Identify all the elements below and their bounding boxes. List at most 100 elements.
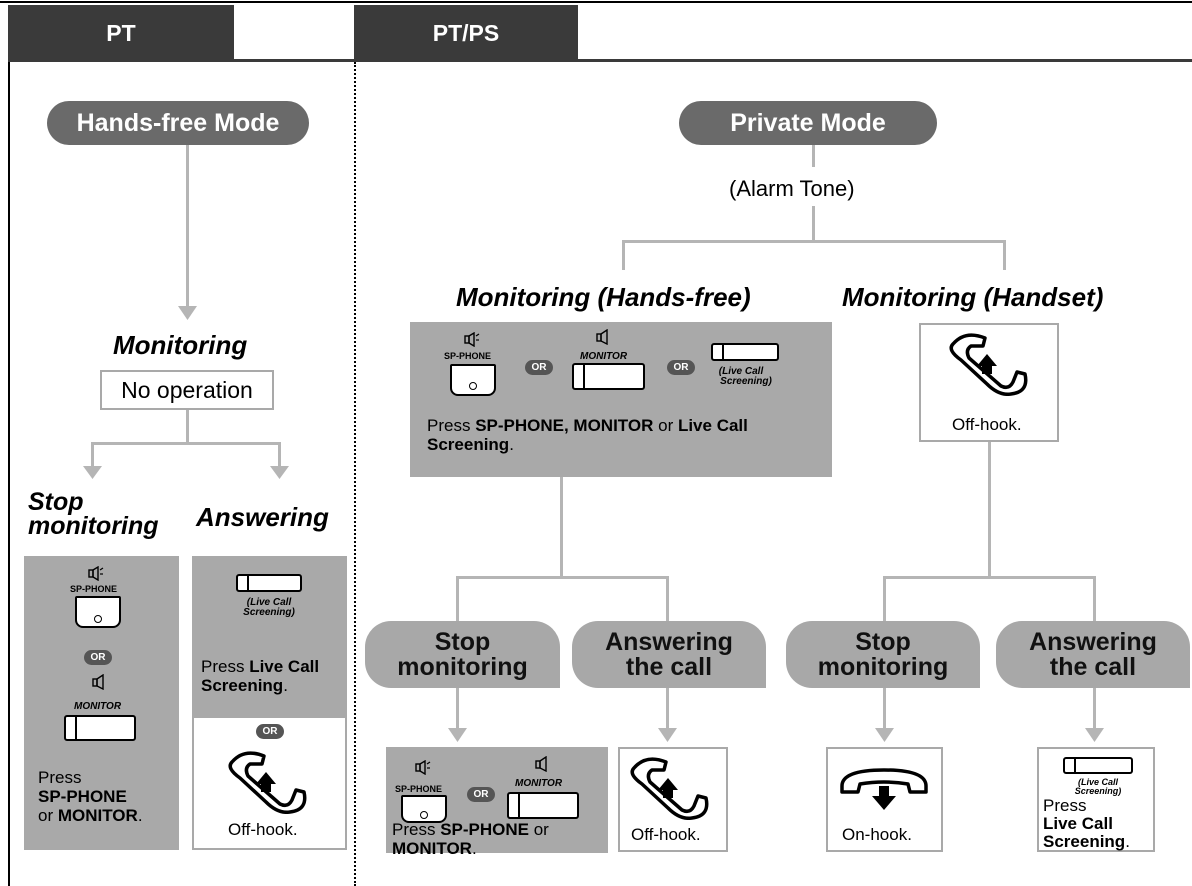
bottom-offhook-text: Off-hook. — [631, 825, 701, 844]
handset-offhook-icon — [949, 333, 1028, 396]
speaker-icon — [464, 332, 480, 347]
connector — [456, 576, 459, 622]
stop-line1: Stop — [434, 627, 491, 656]
handset-offhook-text: Off-hook. — [952, 415, 1022, 434]
handset-offhook-icon — [630, 757, 709, 820]
bottom-live-text: Press Live Call Screening. — [1043, 797, 1130, 851]
press-text: Press — [1043, 796, 1087, 815]
arrow — [178, 306, 197, 320]
live-call-key[interactable] — [1063, 757, 1133, 774]
monitor-speaker-icon — [596, 329, 608, 345]
or-badge: OR — [467, 787, 495, 802]
live2: Screening) — [1074, 786, 1122, 796]
monitor-bold: MONITOR — [57, 806, 138, 826]
connector — [988, 442, 991, 576]
monitor-bold: MONITOR — [392, 839, 472, 859]
handsfree-mode-label: Hands-free Mode — [76, 108, 280, 137]
tab-ptps-label: PT/PS — [432, 19, 500, 46]
stop-line2: monitoring — [28, 511, 159, 540]
dot: . — [1125, 831, 1130, 851]
monitoring-handsfree-title: Monitoring (Hands-free) — [456, 282, 751, 312]
arrow — [83, 466, 102, 479]
live1: (Live Call — [718, 366, 764, 377]
sp-phone-key-label: SP-PHONE — [444, 351, 492, 361]
connector — [1093, 576, 1096, 622]
connector — [666, 576, 669, 622]
speaker-icon — [88, 566, 104, 581]
or-badge: OR — [84, 650, 112, 665]
connector — [1003, 240, 1006, 270]
live-call-bold: Live Call — [1043, 813, 1113, 833]
key-divider — [518, 793, 520, 818]
handset-offhook-icon — [228, 751, 307, 814]
top-border — [0, 1, 1192, 3]
pt-offhook-text: Off-hook. — [228, 820, 298, 839]
monitoring-handset-title: Monitoring (Handset) — [842, 282, 1104, 312]
tab-pt: PT — [8, 5, 234, 61]
connector — [622, 240, 1006, 243]
key-divider — [722, 344, 724, 360]
dot: . — [283, 676, 288, 696]
screening-bold: Screening — [1043, 831, 1126, 851]
monitor-key-label: MONITOR — [515, 778, 563, 789]
live1: (Live Call — [1077, 777, 1118, 787]
tab-pt-label: PT — [106, 19, 136, 46]
or-badge: OR — [256, 724, 284, 739]
bottom-onhook-text: On-hook. — [842, 825, 912, 844]
stop-line2: monitoring — [817, 652, 949, 681]
sp-phone-bold: SP-PHONE — [440, 820, 529, 839]
key-divider — [75, 716, 77, 740]
monitor-key-label: MONITOR — [74, 701, 122, 712]
pt-monitoring-title: Monitoring — [113, 330, 248, 360]
dot: . — [137, 806, 143, 826]
monitor-key-label: MONITOR — [580, 351, 628, 362]
ans-line1: Answering — [605, 627, 733, 656]
ans-line2: the call — [625, 652, 713, 681]
alarm-tone-label: (Alarm Tone) — [729, 176, 855, 201]
left-border — [8, 62, 10, 886]
live1: (Live Call — [246, 597, 292, 608]
stop-line2: monitoring — [397, 652, 528, 681]
dot: . — [471, 839, 477, 859]
live-call-key[interactable] — [236, 574, 302, 592]
arrow — [448, 728, 467, 742]
handsfree-text: Press SP-PHONE, MONITOR or Live Call Scr… — [427, 416, 748, 454]
connector — [812, 206, 815, 240]
monitor-speaker-icon — [92, 674, 104, 690]
speaker-icon — [415, 760, 431, 775]
arrow — [875, 728, 894, 742]
private-mode-label: Private Mode — [730, 108, 886, 137]
screening-bold: Screening — [201, 676, 284, 696]
sp-phone-key[interactable] — [401, 795, 447, 823]
dot: . — [509, 435, 514, 455]
connector — [186, 410, 189, 442]
sp-phone-key[interactable] — [75, 596, 121, 628]
sp-phone-bold: SP-PHONE — [38, 787, 127, 807]
key-dot — [94, 615, 102, 623]
ans-line1: Answering — [1029, 627, 1157, 656]
connector — [186, 145, 189, 313]
press-text: Press — [392, 820, 441, 839]
connector — [622, 240, 625, 270]
connector — [1093, 688, 1096, 730]
sp-phone-key[interactable] — [450, 364, 496, 396]
connector — [560, 477, 563, 577]
tab-pt-underline — [8, 59, 354, 62]
connector — [456, 576, 669, 579]
or-text: or — [653, 416, 678, 435]
press-text: Press — [427, 416, 476, 435]
connector — [883, 576, 1096, 579]
key-divider — [247, 575, 249, 591]
handset-onhook-icon — [840, 768, 928, 810]
connector — [812, 145, 815, 167]
live-call-key[interactable] — [711, 343, 779, 361]
tab-ptps: PT/PS — [354, 5, 578, 61]
stop-line1: Stop — [855, 627, 911, 656]
